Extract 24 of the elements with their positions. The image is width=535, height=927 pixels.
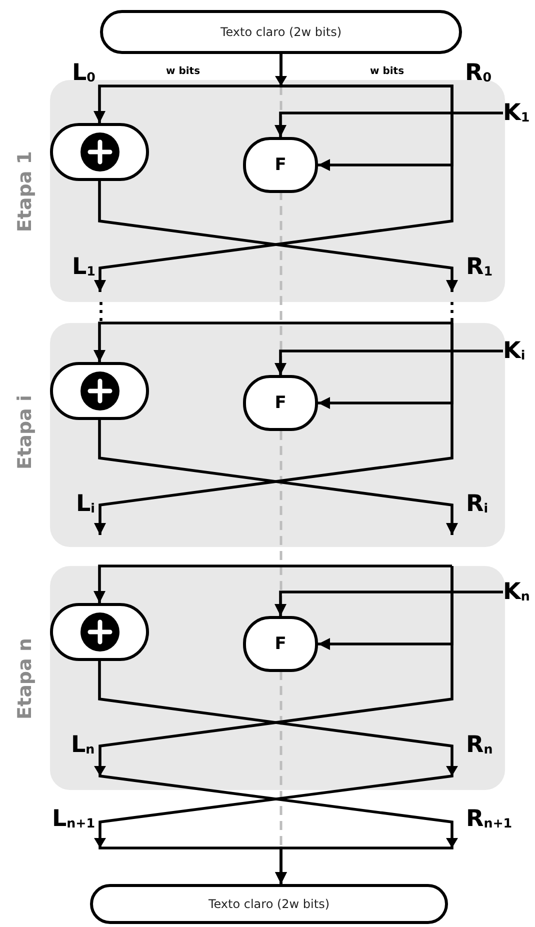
arrow	[94, 321, 454, 535]
arrow	[274, 350, 503, 375]
plaintext-box: Texto claro (2w bits)	[100, 10, 462, 54]
connector-line	[100, 302, 102, 323]
bit-width-label: w bits	[166, 66, 200, 77]
connector-line	[450, 302, 454, 323]
function-box: F	[243, 616, 318, 672]
arrow	[98, 181, 458, 292]
function-box: F	[243, 375, 318, 431]
bit-width-label: w bits	[370, 66, 404, 77]
arrow	[98, 420, 458, 535]
function-box: F	[243, 137, 318, 193]
arrow	[274, 112, 503, 137]
stage-label: Etapa i	[14, 395, 36, 470]
arrow	[94, 54, 454, 292]
xor-box	[50, 123, 149, 181]
xor-box	[50, 603, 149, 661]
arrow	[94, 564, 452, 603]
arrow	[94, 322, 452, 362]
xor-box	[50, 362, 149, 420]
stage-label: Etapa n	[14, 638, 36, 720]
stage-label: Etapa 1	[14, 151, 36, 232]
plaintext-box: Texto claro (2w bits)	[90, 884, 448, 924]
arrow	[274, 590, 503, 616]
